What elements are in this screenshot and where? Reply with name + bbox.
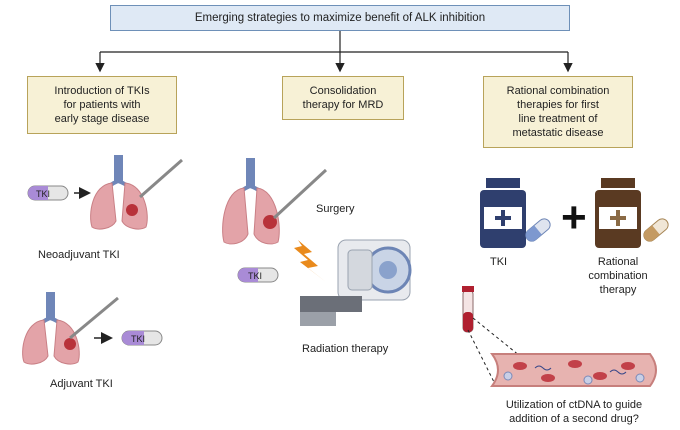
capsule-icon (643, 218, 669, 242)
neoadjuvant-label: Neoadjuvant TKI (38, 249, 120, 261)
tki-bottle-label: TKI (490, 256, 508, 268)
ctdna-label: Utilization of ctDNA to guide addition o… (505, 399, 643, 425)
capsule-icon (525, 218, 551, 242)
adjuvant-label: Adjuvant TKI (50, 378, 113, 390)
rational-bottle-icon (595, 178, 641, 248)
consolidation-pill: TKI (237, 267, 279, 283)
pill-text: TKI (131, 334, 145, 344)
zoom-lines (467, 317, 521, 389)
lightning-icon (294, 240, 326, 282)
diagram-title: Emerging strategies to maximize benefit … (110, 5, 570, 31)
branch-early-stage-heading: Introduction of TKIs for patients with e… (27, 76, 177, 134)
lungs-icon (90, 155, 148, 230)
biopsy-needle-icon (139, 158, 183, 199)
connector-lines (95, 31, 573, 73)
blood-vessel-icon (490, 353, 657, 387)
lungs-icon (222, 158, 280, 245)
neoadjuvant-pill: TKI (27, 185, 69, 201)
plus-sign: + (561, 193, 587, 242)
pill-text: TKI (36, 189, 50, 199)
biopsy-needle-icon (272, 168, 328, 220)
radiation-label: Radiation therapy (302, 343, 389, 355)
pill-text: TKI (248, 271, 262, 281)
branch-combination-heading: Rational combination therapies for first… (483, 76, 633, 148)
radiation-machine-icon (300, 239, 412, 326)
tki-bottle-icon (480, 178, 526, 248)
branch-consolidation-heading: Consolidation therapy for MRD (282, 76, 404, 120)
surgery-label: Surgery (316, 203, 355, 215)
biopsy-needle-icon (69, 296, 119, 340)
lungs-icon (22, 292, 80, 365)
rational-label: Rational combination therapy (588, 256, 648, 296)
adjuvant-pill: TKI (121, 330, 163, 346)
blood-tube-icon (462, 286, 474, 333)
